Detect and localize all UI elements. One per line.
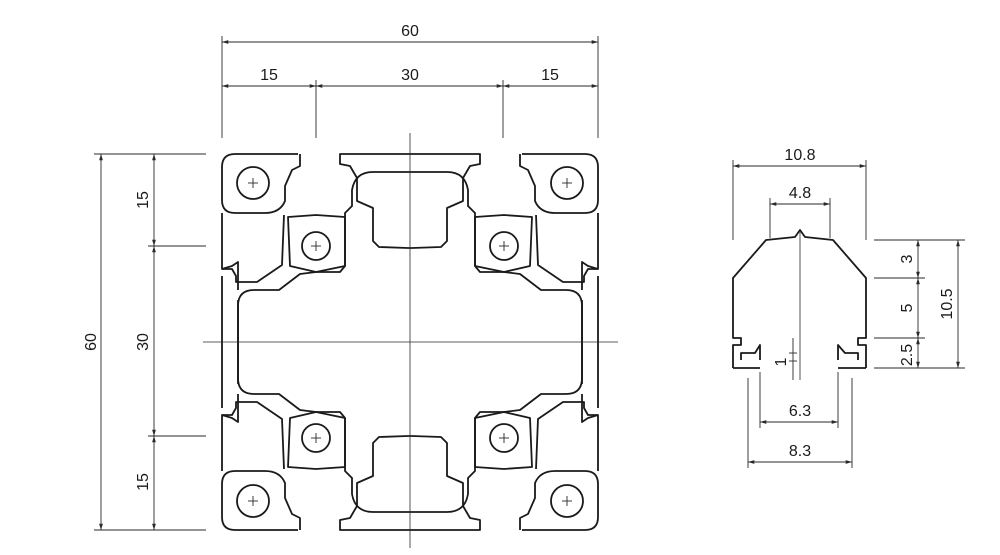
dim-height-bottom: 15: [135, 473, 152, 491]
main-profile-section: [203, 133, 618, 548]
slot-detail-section: [732, 229, 867, 380]
dim-height-middle: 30: [135, 333, 152, 351]
dim-width-middle: 30: [401, 67, 419, 84]
dim-width-right: 15: [541, 67, 559, 84]
dim-slot-opening-width: 6.3: [789, 403, 811, 420]
slot-detail-dimensions: 10.8 4.8 3 5 2.5 10.5 1 6.3 8.3: [732, 147, 965, 468]
dim-overall-width: 60: [401, 23, 419, 40]
dim-slot-lip-height: 2.5: [899, 344, 916, 366]
main-profile-dimensions: 60 15 30 15 60 15 30 15: [83, 23, 599, 531]
dim-slot-total-height: 10.5: [939, 288, 956, 319]
dim-overall-height: 60: [83, 333, 100, 351]
dim-height-top: 15: [135, 191, 152, 209]
dim-width-left: 15: [260, 67, 278, 84]
dim-slot-neck-width: 4.8: [789, 185, 811, 202]
dim-slot-top-width: 10.8: [784, 147, 815, 164]
dim-slot-base-width: 8.3: [789, 443, 811, 460]
dim-slot-body-height: 5: [899, 303, 916, 312]
dim-slot-lip-step: 1: [773, 357, 790, 366]
dim-slot-head-height: 3: [899, 254, 916, 263]
